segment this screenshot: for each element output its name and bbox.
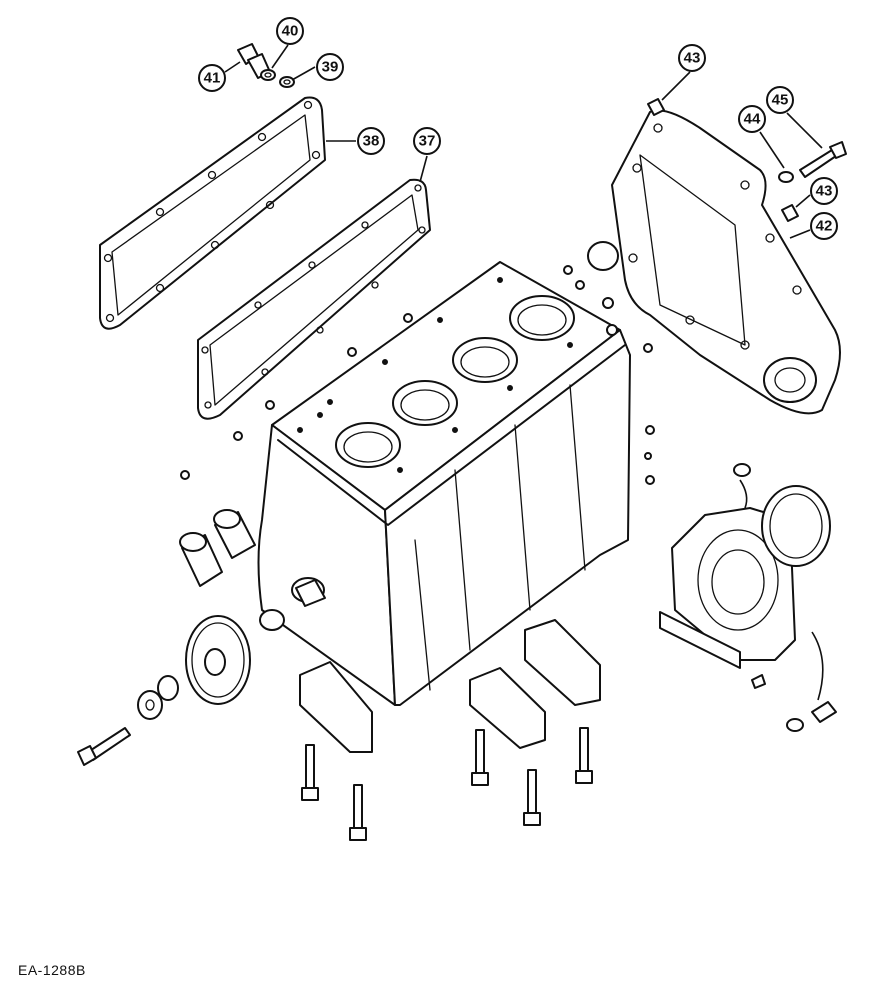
svg-text:41: 41 bbox=[204, 70, 221, 87]
callout-39: 39 bbox=[291, 53, 344, 81]
rear-seal-housing bbox=[671, 507, 796, 661]
rear-oil-seal bbox=[761, 485, 831, 567]
camshaft-gear bbox=[185, 615, 251, 705]
rear-plug-disc bbox=[587, 241, 619, 271]
gear-bolt bbox=[77, 727, 131, 766]
callout-45: 45 bbox=[766, 86, 823, 149]
callout-42: 42 bbox=[789, 212, 838, 240]
main-bearing-cap-center bbox=[469, 667, 546, 749]
dowel-pin-upper bbox=[647, 98, 665, 116]
callout-43-upper: 43 bbox=[661, 44, 706, 101]
side-cover-gasket bbox=[197, 178, 431, 420]
core-plugs bbox=[180, 265, 655, 485]
housing-nut bbox=[733, 463, 804, 732]
cover-nut bbox=[279, 76, 295, 88]
svg-text:38: 38 bbox=[363, 133, 380, 150]
plate-bolt bbox=[799, 141, 847, 178]
callout-37: 37 bbox=[413, 127, 441, 183]
svg-text:39: 39 bbox=[322, 59, 339, 76]
callout-43-lower: 43 bbox=[795, 177, 838, 208]
camshaft-bushing-flanged bbox=[213, 509, 256, 559]
svg-text:40: 40 bbox=[282, 23, 299, 40]
callout-40: 40 bbox=[271, 17, 304, 69]
svg-text:45: 45 bbox=[772, 92, 789, 109]
svg-text:42: 42 bbox=[816, 218, 833, 235]
cover-washer bbox=[260, 69, 276, 81]
housing-seal-strip bbox=[659, 611, 741, 669]
svg-text:44: 44 bbox=[744, 111, 761, 128]
callout-38: 38 bbox=[326, 127, 385, 155]
svg-text:43: 43 bbox=[816, 183, 833, 200]
dowel-pin-lower bbox=[781, 204, 799, 222]
callout-44: 44 bbox=[738, 105, 785, 169]
gear-washer bbox=[137, 675, 179, 720]
cap-bolts bbox=[301, 727, 593, 841]
camshaft-bushing-large bbox=[179, 532, 223, 587]
housing-bolt bbox=[811, 701, 837, 723]
callout-41: 41 bbox=[198, 61, 241, 92]
svg-text:43: 43 bbox=[684, 50, 701, 67]
main-bearing-cap-front bbox=[299, 661, 373, 753]
svg-text:37: 37 bbox=[419, 133, 436, 150]
plate-washer bbox=[778, 171, 794, 183]
figure-reference-code: EA-1288B bbox=[18, 962, 86, 978]
cylinder-block bbox=[257, 261, 631, 706]
main-bearing-cap-rear bbox=[524, 619, 601, 706]
rear-adapter-plate bbox=[611, 109, 841, 415]
side-cover-plate bbox=[99, 96, 326, 330]
